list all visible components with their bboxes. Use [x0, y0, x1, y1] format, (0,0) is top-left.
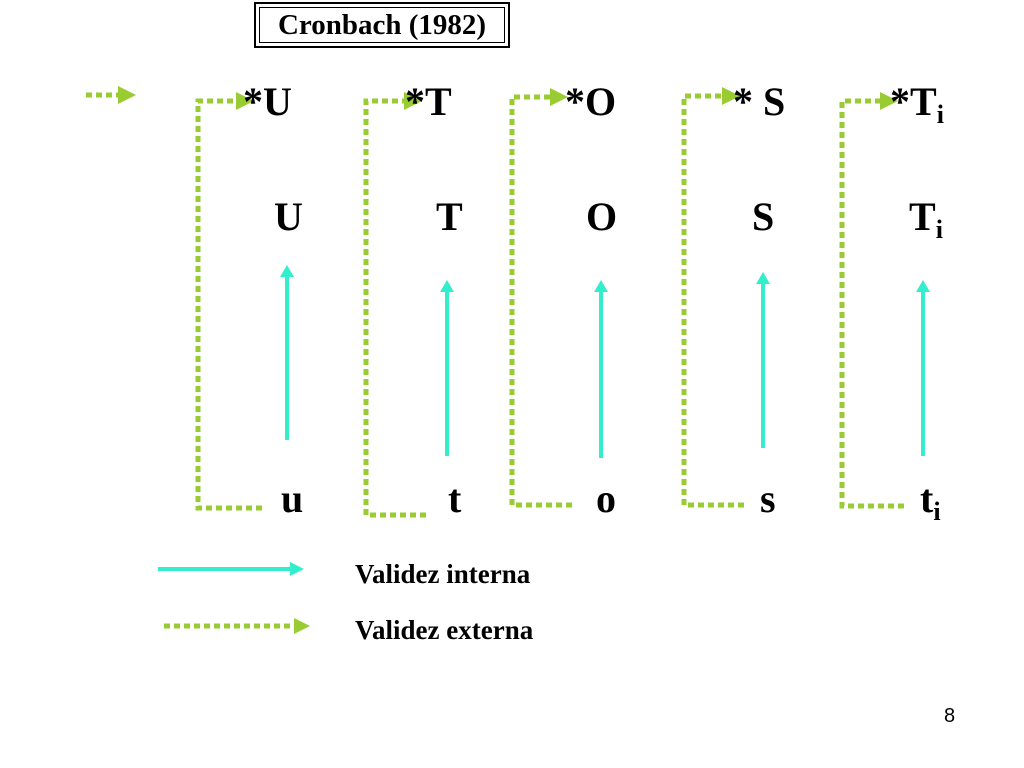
- bottom-label-ti: ti: [920, 476, 941, 526]
- external-validity-path-u: [195, 98, 262, 511]
- mid-label-ti-subscript: i: [936, 215, 943, 244]
- bottom-label-t-text: t: [448, 476, 462, 521]
- bottom-label-s-text: s: [760, 476, 776, 521]
- star-label-s: * S: [733, 79, 785, 124]
- external-validity-arrowhead-ti: [880, 92, 898, 110]
- stray-external-arrow-head: [118, 86, 136, 104]
- external-validity-arrowhead-s: [722, 87, 740, 105]
- external-validity-path-s: [681, 93, 744, 508]
- page-number: 8: [944, 705, 956, 727]
- star-label-t-text: *T: [405, 79, 452, 124]
- mid-label-o-text: O: [586, 194, 617, 239]
- bottom-label-u-text: u: [281, 476, 303, 521]
- mid-label-t-text: T: [436, 194, 463, 239]
- mid-label-ti: Ti: [909, 194, 943, 244]
- internal-validity-arrowhead-ti: [916, 280, 930, 292]
- internal-validity-arrowhead-u: [280, 265, 294, 277]
- legend-internal-label: Validez interna: [355, 559, 531, 589]
- star-label-ti: *Ti: [890, 79, 944, 129]
- star-label-ti-subscript: i: [937, 100, 944, 129]
- title-box-inner-border: [259, 7, 505, 43]
- external-validity-path-o: [509, 94, 572, 508]
- bottom-label-ti-text: t: [920, 476, 934, 521]
- star-label-s-text: * S: [733, 79, 785, 124]
- mid-label-s: S: [752, 194, 774, 239]
- legend-external-label: Validez externa: [355, 615, 534, 645]
- bottom-label-t: t: [448, 476, 462, 521]
- external-validity-arrowhead-t: [404, 92, 422, 110]
- stray-external-arrow: [86, 86, 136, 104]
- legend-external-arrowhead: [294, 618, 310, 634]
- title-box: Cronbach (1982): [254, 2, 510, 48]
- bottom-label-ti-subscript: i: [933, 497, 940, 526]
- star-label-ti-text: *T: [890, 79, 937, 124]
- mid-label-t: T: [436, 194, 463, 239]
- construct-column-s: * S Ss: [681, 79, 785, 521]
- bottom-label-u: u: [281, 476, 303, 521]
- internal-validity-arrowhead-o: [594, 280, 608, 292]
- external-validity-path-ti: [839, 98, 904, 509]
- star-label-t: *T: [405, 79, 452, 124]
- star-label-o: *O: [565, 79, 616, 124]
- construct-column-t: *T Tt: [363, 79, 463, 521]
- external-validity-arrowhead-o: [550, 88, 568, 106]
- star-label-o-text: *O: [565, 79, 616, 124]
- external-validity-path-t: [363, 98, 426, 518]
- mid-label-ti-text: T: [909, 194, 936, 239]
- construct-column-u: *U Uu: [195, 79, 303, 521]
- star-label-u-text: *U: [243, 79, 292, 124]
- internal-validity-arrowhead-s: [756, 272, 770, 284]
- bottom-label-o: o: [596, 476, 616, 521]
- mid-label-s-text: S: [752, 194, 774, 239]
- star-label-u: *U: [243, 79, 292, 124]
- construct-column-o: *O Oo: [509, 79, 617, 521]
- internal-validity-arrowhead-t: [440, 280, 454, 292]
- external-validity-arrowhead-u: [236, 92, 254, 110]
- bottom-label-s: s: [760, 476, 776, 521]
- legend-internal-arrowhead: [290, 562, 304, 576]
- mid-label-o: O: [586, 194, 617, 239]
- bottom-label-o-text: o: [596, 476, 616, 521]
- mid-label-u-text: U: [274, 194, 303, 239]
- slide-title: Cronbach (1982): [277, 8, 487, 41]
- legend: Validez interna Validez externa: [158, 559, 534, 645]
- mid-label-u: U: [274, 194, 303, 239]
